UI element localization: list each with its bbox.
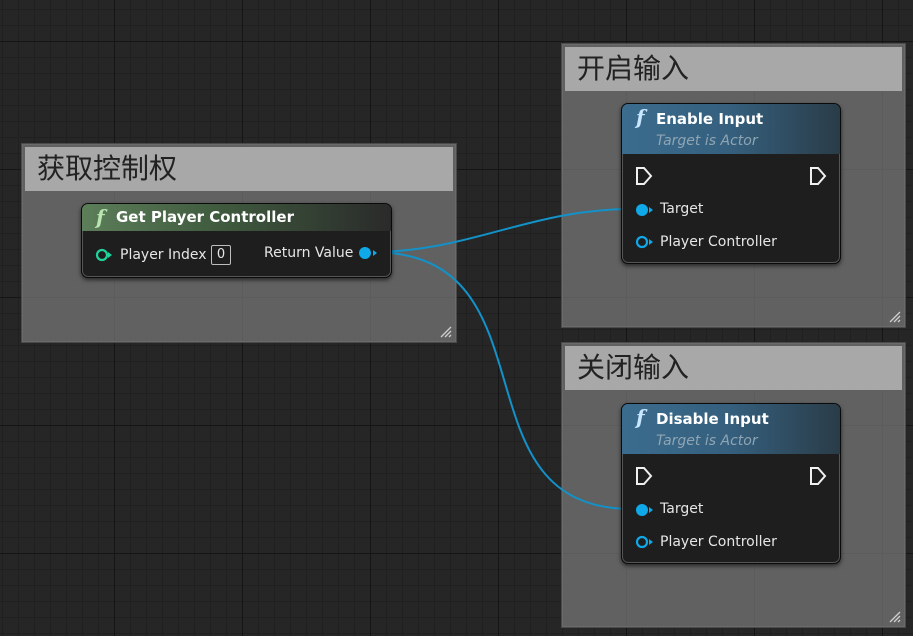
resize-handle-icon[interactable] — [887, 609, 901, 623]
pin-label-player-controller: Player Controller — [660, 534, 777, 550]
node-header[interactable]: f Get Player Controller — [82, 204, 391, 231]
comment-title[interactable]: 获取控制权 — [25, 147, 453, 191]
node-title: Enable Input — [656, 110, 764, 128]
node-subtitle: Target is Actor — [656, 433, 758, 449]
function-icon: f — [636, 405, 645, 429]
exec-out-pin-icon[interactable] — [809, 166, 827, 186]
node-disable-input[interactable]: f Disable Input Target is Actor Target P… — [621, 403, 841, 564]
comment-title[interactable]: 开启输入 — [565, 47, 902, 91]
object-pin-icon[interactable] — [635, 503, 655, 517]
exec-in-pin-icon[interactable] — [635, 166, 653, 186]
exec-out-pin-icon[interactable] — [809, 466, 827, 486]
node-header[interactable]: f Enable Input Target is Actor — [622, 104, 840, 154]
pin-label-player-index: Player Index — [120, 247, 207, 263]
exec-in-pin-icon[interactable] — [635, 466, 653, 486]
object-pin-icon[interactable] — [635, 235, 655, 249]
node-header[interactable]: f Disable Input Target is Actor — [622, 404, 840, 454]
node-subtitle: Target is Actor — [656, 133, 758, 149]
pin-label-return-value: Return Value — [264, 245, 354, 261]
function-icon: f — [96, 205, 105, 229]
node-get-player-controller[interactable]: f Get Player Controller Player Index 0 R… — [81, 203, 392, 278]
pin-label-target: Target — [660, 501, 704, 517]
pin-label-player-controller: Player Controller — [660, 234, 777, 250]
comment-title[interactable]: 关闭输入 — [565, 346, 902, 390]
pin-label-target: Target — [660, 201, 704, 217]
object-pin-icon[interactable] — [358, 246, 378, 260]
node-title: Get Player Controller — [116, 208, 294, 226]
function-icon: f — [636, 105, 645, 129]
resize-handle-icon[interactable] — [887, 309, 901, 323]
node-title: Disable Input — [656, 410, 769, 428]
int-pin-icon[interactable] — [95, 248, 113, 262]
object-pin-icon[interactable] — [635, 535, 655, 549]
player-index-input[interactable]: 0 — [211, 245, 231, 265]
resize-handle-icon[interactable] — [438, 324, 452, 338]
node-enable-input[interactable]: f Enable Input Target is Actor Target Pl… — [621, 103, 841, 264]
object-pin-icon[interactable] — [635, 203, 655, 217]
